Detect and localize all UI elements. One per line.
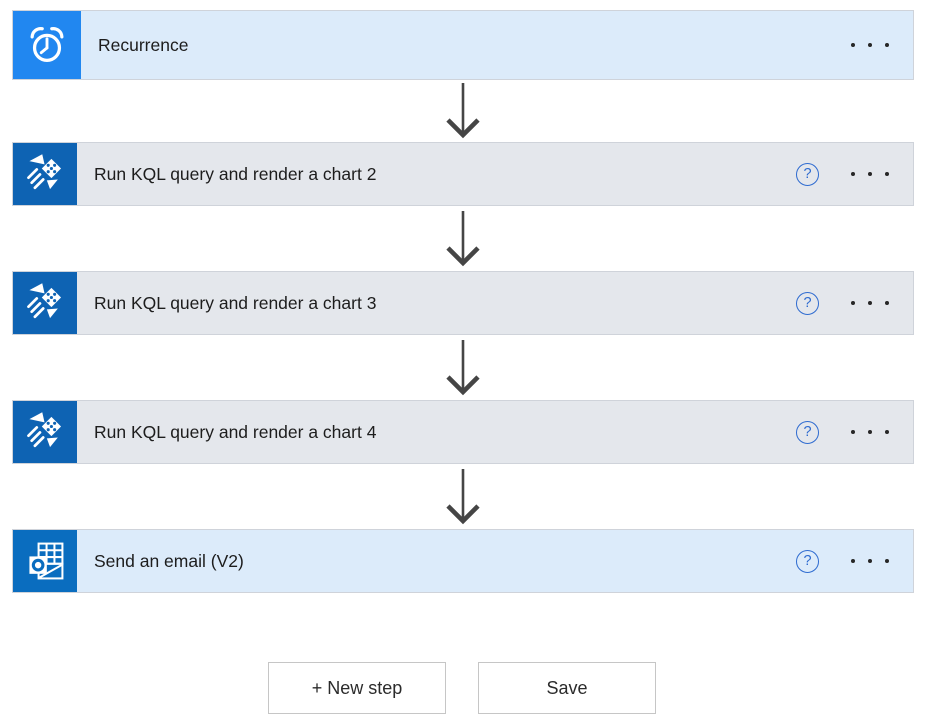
card-controls: ? (796, 291, 891, 315)
help-icon[interactable]: ? (796, 162, 819, 186)
azure-data-explorer-icon (13, 272, 77, 334)
help-icon[interactable]: ? (796, 291, 819, 315)
connector-down-arrow-icon[interactable] (445, 211, 481, 267)
flow-step-card-kql-chart-3[interactable]: Run KQL query and render a chart 3 ? (12, 271, 914, 335)
flow-step-card-kql-chart-2[interactable]: Run KQL query and render a chart 2 ? (12, 142, 914, 206)
step-title: Recurrence (98, 34, 189, 55)
card-controls: ? (796, 549, 891, 573)
menu-ellipsis-button[interactable] (849, 166, 891, 182)
save-button[interactable]: Save (478, 662, 656, 714)
help-icon[interactable]: ? (796, 549, 819, 573)
menu-ellipsis-button[interactable] (849, 295, 891, 311)
new-step-button[interactable]: + New step (268, 662, 446, 714)
menu-ellipsis-button[interactable] (849, 424, 891, 440)
menu-ellipsis-button[interactable] (849, 553, 891, 569)
help-icon[interactable]: ? (796, 420, 819, 444)
recurrence-clock-icon (13, 11, 81, 79)
connector-down-arrow-icon[interactable] (445, 83, 481, 139)
azure-data-explorer-icon (13, 143, 77, 205)
step-title: Run KQL query and render a chart 3 (94, 292, 377, 313)
connector-down-arrow-icon[interactable] (445, 340, 481, 396)
flow-step-card-send-email[interactable]: Send an email (V2) ? (12, 529, 914, 593)
flow-step-card-recurrence[interactable]: Recurrence (12, 10, 914, 80)
step-title: Run KQL query and render a chart 4 (94, 421, 377, 442)
card-controls (849, 37, 891, 53)
connector-down-arrow-icon[interactable] (445, 469, 481, 525)
card-controls: ? (796, 420, 891, 444)
azure-data-explorer-icon (13, 401, 77, 463)
step-title: Run KQL query and render a chart 2 (94, 163, 377, 184)
flow-step-card-kql-chart-4[interactable]: Run KQL query and render a chart 4 ? (12, 400, 914, 464)
menu-ellipsis-button[interactable] (849, 37, 891, 53)
outlook-icon (13, 530, 77, 592)
step-title: Send an email (V2) (94, 550, 244, 571)
card-controls: ? (796, 162, 891, 186)
